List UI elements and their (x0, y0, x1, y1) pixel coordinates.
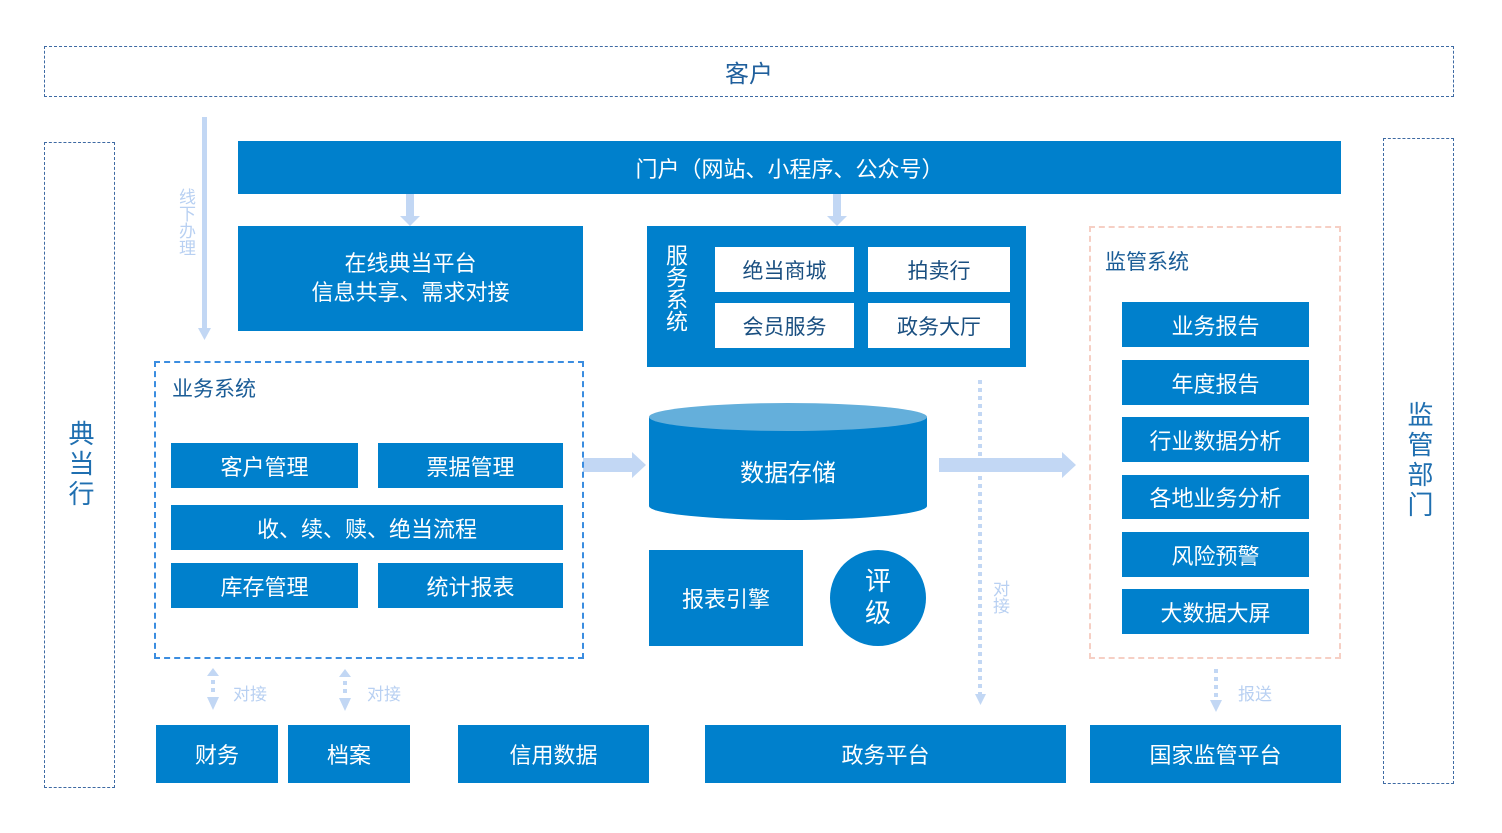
business-item-customer-mgmt[interactable]: 客户管理 (171, 443, 358, 488)
storage-to-supervision-arrow (939, 452, 1076, 478)
finance-label: 财务 (194, 744, 239, 769)
supervision-item-risk-warning[interactable]: 风险预警 (1122, 532, 1309, 577)
business-item-stat-report[interactable]: 统计报表 (378, 563, 563, 608)
business-item-label: 票据管理 (426, 455, 515, 481)
report-send-arrow (1210, 669, 1222, 712)
supervision-item-business-report[interactable]: 业务报告 (1122, 302, 1309, 347)
data-storage-cylinder[interactable]: 数据存储 (649, 403, 927, 520)
report-send-note: 报送 (1238, 685, 1272, 705)
finance-box[interactable]: 财务 (156, 725, 278, 783)
report-engine-box[interactable]: 报表引擎 (649, 550, 803, 646)
supervision-item-label: 年度报告 (1171, 372, 1260, 398)
pawnshop-column: 典当行 (44, 142, 115, 788)
service-item-pawn-mall[interactable]: 绝当商城 (715, 247, 854, 292)
business-item-label: 收、续、赎、绝当流程 (256, 517, 477, 543)
supervision-item-big-data-screen[interactable]: 大数据大屏 (1122, 589, 1309, 634)
service-item-label: 政务大厅 (897, 314, 981, 339)
service-item-label: 会员服务 (742, 314, 827, 339)
service-item-auction[interactable]: 拍卖行 (868, 247, 1010, 292)
archive-link-arrow (339, 669, 351, 711)
service-item-membership[interactable]: 会员服务 (715, 303, 854, 348)
credit-data-label: 信用数据 (509, 744, 598, 769)
supervision-item-label: 业务报告 (1171, 314, 1260, 340)
regulator-dept-column: 监管部门 (1383, 138, 1454, 784)
business-item-label: 库存管理 (220, 575, 309, 601)
finance-link-arrow (207, 668, 219, 710)
supervision-system-panel: 监管系统 (1089, 226, 1341, 659)
supervision-system-title: 监管系统 (1105, 250, 1189, 274)
business-item-label: 客户管理 (220, 455, 309, 481)
portal-service-double-arrow (827, 182, 847, 226)
business-system-panel: 业务系统 (154, 361, 584, 659)
business-item-inventory-mgmt[interactable]: 库存管理 (171, 563, 358, 608)
archive-box[interactable]: 档案 (288, 725, 410, 783)
portal-label: 门户（网站、小程序、公众号） (635, 157, 944, 183)
online-platform-title: 在线典当平台 (344, 251, 477, 277)
customer-label: 客户 (725, 60, 773, 88)
data-storage-label: 数据存储 (740, 459, 836, 487)
supervision-item-label: 大数据大屏 (1160, 601, 1271, 627)
national-platform-box[interactable]: 国家监管平台 (1090, 725, 1341, 783)
business-system-title: 业务系统 (172, 377, 256, 401)
supervision-item-regional-analysis[interactable]: 各地业务分析 (1122, 475, 1309, 519)
offline-arrow (198, 117, 211, 340)
finance-link-note: 对接 (233, 685, 267, 705)
online-platform-subtitle: 信息共享、需求对接 (311, 280, 510, 306)
portal-online-double-arrow (400, 182, 420, 226)
service-item-gov-hall[interactable]: 政务大厅 (868, 303, 1010, 348)
supervision-item-label: 各地业务分析 (1149, 487, 1282, 512)
service-system-title: 服务系统 (662, 244, 687, 332)
supervision-item-industry-analysis[interactable]: 行业数据分析 (1122, 417, 1309, 462)
pawnshop-label: 典当行 (64, 420, 94, 510)
customer-band: 客户 (44, 46, 1454, 97)
gov-link-dotted-arrow (975, 380, 986, 705)
report-engine-label: 报表引擎 (681, 588, 770, 613)
national-platform-label: 国家监管平台 (1149, 744, 1282, 769)
credit-data-box[interactable]: 信用数据 (458, 725, 649, 783)
archive-label: 档案 (326, 744, 371, 769)
supervision-item-label: 风险预警 (1171, 544, 1260, 570)
regulator-dept-label: 监管部门 (1403, 401, 1433, 521)
gov-link-note: 对接 (989, 580, 1009, 614)
business-item-pawn-flow[interactable]: 收、续、赎、绝当流程 (171, 505, 563, 550)
service-item-label: 绝当商城 (742, 258, 827, 283)
portal-bar[interactable]: 门户（网站、小程序、公众号） (238, 141, 1341, 194)
supervision-item-label: 行业数据分析 (1149, 429, 1282, 455)
rating-circle[interactable]: 评级 (830, 550, 926, 646)
gov-platform-label: 政务平台 (841, 744, 930, 769)
gov-platform-box[interactable]: 政务平台 (705, 725, 1066, 783)
rating-label: 评级 (864, 567, 891, 629)
archive-link-note: 对接 (367, 685, 401, 705)
business-item-label: 统计报表 (426, 575, 515, 601)
service-system-panel: 服务系统 绝当商城 拍卖行 会员服务 政务大厅 (647, 226, 1026, 367)
business-to-storage-arrow (583, 452, 646, 478)
supervision-item-annual-report[interactable]: 年度报告 (1122, 360, 1309, 405)
offline-note: 线下办理 (175, 188, 195, 256)
online-platform-box[interactable]: 在线典当平台 信息共享、需求对接 (238, 226, 583, 331)
service-item-label: 拍卖行 (907, 258, 971, 283)
business-item-ticket-mgmt[interactable]: 票据管理 (378, 443, 563, 488)
database-icon (649, 403, 927, 520)
